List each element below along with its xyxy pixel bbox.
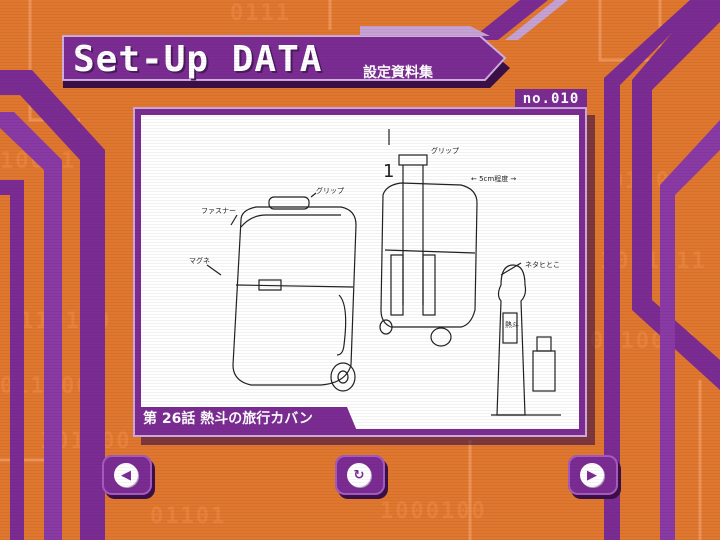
sketch-label: ファスナー <box>201 207 236 215</box>
prev-button[interactable]: ◀ <box>102 455 152 495</box>
sketch-label: グリップ <box>316 186 344 195</box>
page-subtitle: 設定資料集 <box>363 65 433 81</box>
sketch-label: マグネ <box>189 256 210 265</box>
suitcase-sketch: グリップ グリップ ファスナー マグネ ← 5cm程度 → ネタヒとこ 熱斗 1 <box>189 129 561 416</box>
episode-caption: 第 26話 熱斗の旅行カバン <box>137 407 357 431</box>
arrow-left-icon: ◀ <box>114 463 138 487</box>
binary-text: 1000100 <box>380 499 487 524</box>
sketch-panel: グリップ グリップ ファスナー マグネ ← 5cm程度 → ネタヒとこ 熱斗 1 <box>133 107 587 437</box>
sketch-marker: 1 <box>383 161 394 182</box>
title-plate: Set-Up DATA 設定資料集 <box>63 35 488 87</box>
sketch-label: 熱斗 <box>505 320 519 329</box>
binary-text: 01101 <box>150 504 227 529</box>
page-title: Set-Up DATA <box>73 39 323 80</box>
entry-number-badge: no.010 <box>515 89 587 109</box>
sketch-label: ← 5cm程度 → <box>471 174 516 183</box>
next-button[interactable]: ▶ <box>568 455 618 495</box>
sketch-label: グリップ <box>431 146 459 155</box>
arrow-right-icon: ▶ <box>580 463 604 487</box>
reload-button[interactable]: ↻ <box>335 455 385 495</box>
sketch-image: グリップ グリップ ファスナー マグネ ← 5cm程度 → ネタヒとこ 熱斗 1 <box>141 115 579 429</box>
binary-text: 0111 <box>230 1 291 26</box>
reload-icon: ↻ <box>347 463 371 487</box>
sketch-label: ネタヒとこ <box>525 260 560 269</box>
